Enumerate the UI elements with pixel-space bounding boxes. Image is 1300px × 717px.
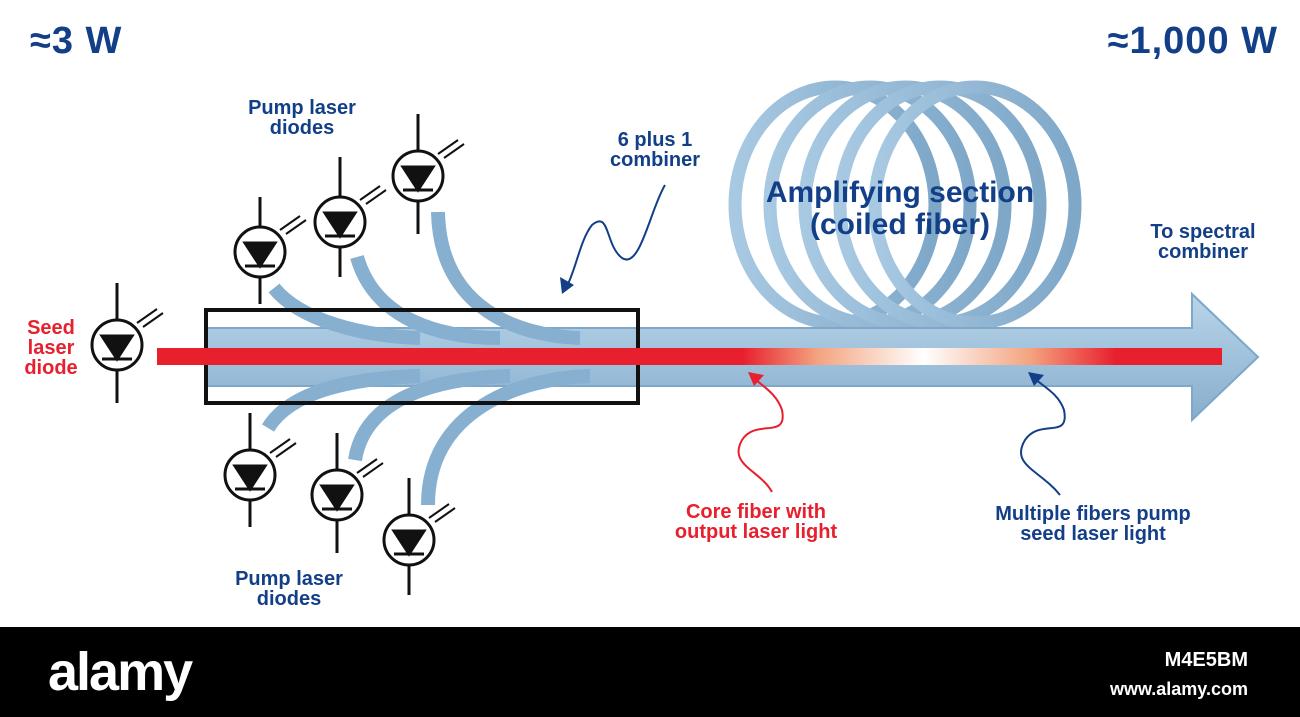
- pump-diode-icon: [391, 114, 465, 234]
- pump-diode-icon: [313, 157, 387, 277]
- amplifying-section-label: Amplifying section(coiled fiber): [765, 176, 1035, 241]
- fiber-laser-diagram: [90, 80, 1260, 595]
- input-power-label: ≈3 W: [30, 20, 123, 62]
- combiner-pointer: [560, 184, 666, 294]
- pump-diode-icon: [310, 433, 384, 553]
- pump-diode-icon: [223, 413, 297, 527]
- image-id: M4E5BM: [1164, 649, 1248, 671]
- brand-logo: alamy: [48, 642, 193, 702]
- seed-laser-diode-icon: [90, 283, 164, 403]
- pump-diode-icon: [233, 197, 307, 304]
- core-fiber-pointer: [737, 372, 784, 493]
- pump-diode-icon: [382, 478, 456, 595]
- stock-footer: alamy M4E5BM www.alamy.com: [0, 627, 1300, 717]
- pump-fibers: [262, 211, 591, 506]
- core-fiber: [157, 348, 1222, 365]
- site-url: www.alamy.com: [1109, 679, 1248, 699]
- coiled-fiber: [728, 80, 1082, 330]
- multiple-fibers-pointer: [1019, 372, 1066, 496]
- output-power-label: ≈1,000 W: [1107, 20, 1278, 62]
